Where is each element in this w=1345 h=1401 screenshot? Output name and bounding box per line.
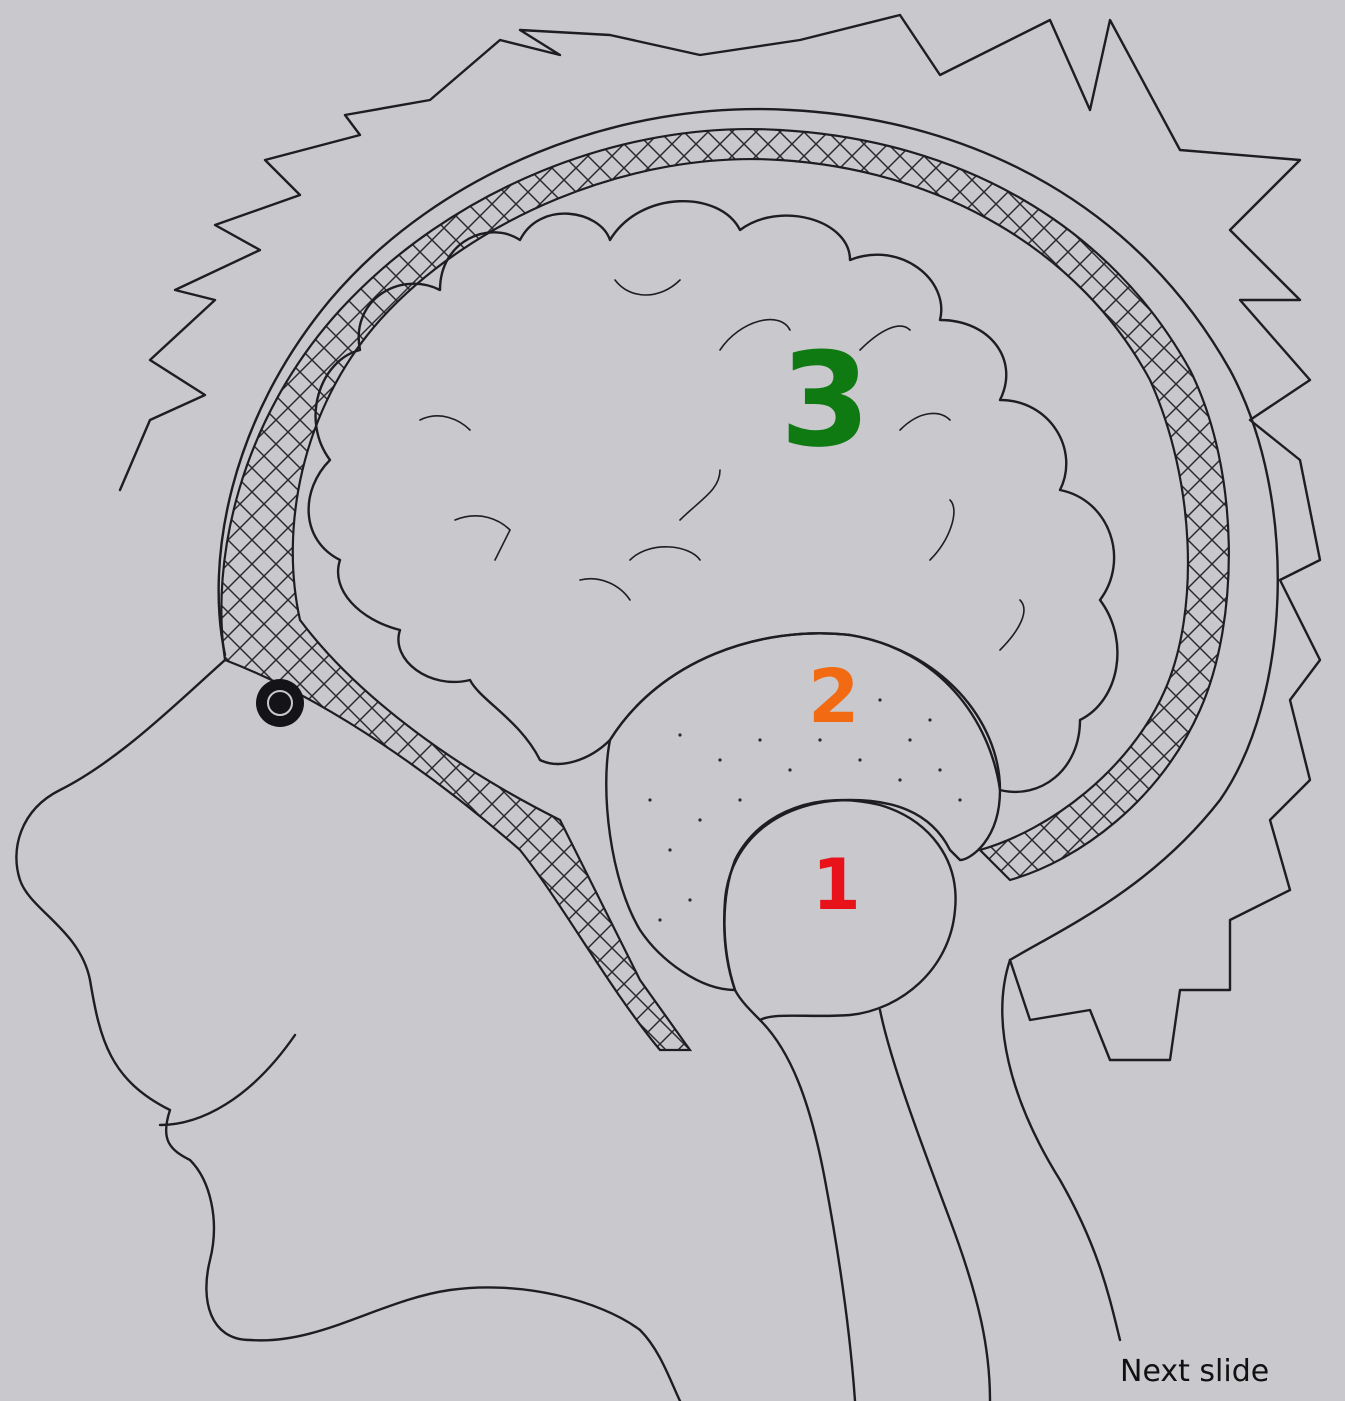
cerebellum-stipple	[648, 698, 961, 921]
label-cerebellum-number: 2	[808, 660, 860, 734]
next-slide-link[interactable]: Next slide	[1120, 1354, 1269, 1389]
cerebrum-outline	[309, 201, 1118, 792]
label-cerebrum-number: 3	[780, 335, 870, 465]
label-brainstem-number: 1	[812, 850, 861, 920]
eye	[256, 679, 304, 727]
brain-folds	[420, 280, 1024, 650]
cerebellum-outline	[606, 633, 1000, 990]
hair-outline	[120, 15, 1320, 1060]
spinal-cord	[760, 1020, 855, 1401]
skull-outline	[219, 109, 1278, 960]
neck-back	[1002, 960, 1120, 1340]
face-profile	[16, 660, 680, 1401]
spinal-cord-back	[880, 1010, 990, 1401]
mouth-line	[160, 1035, 295, 1125]
